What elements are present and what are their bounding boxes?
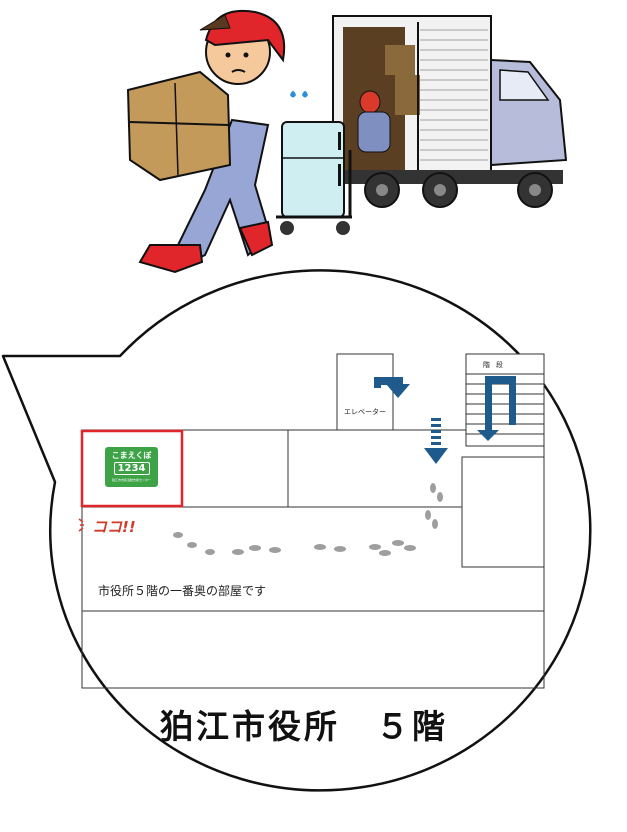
floor-description: 市役所５階の一番奥の部屋です bbox=[98, 584, 267, 598]
logo-name: こまえくぼ bbox=[111, 451, 152, 460]
here-marker-label: ココ!! bbox=[92, 518, 136, 536]
elevator-room bbox=[336, 353, 394, 431]
pointing-hand-icon bbox=[78, 518, 84, 532]
footprints-trail bbox=[173, 483, 443, 556]
delivery-truck-illustration bbox=[332, 15, 568, 208]
elevator-arrow-icon bbox=[374, 377, 410, 398]
building-floor-title: 狛江市役所 ５階 bbox=[160, 707, 448, 746]
stairs-arrow-icon bbox=[477, 376, 516, 441]
logo-subtitle: 狛江市市民活動支援センター bbox=[111, 478, 151, 482]
stairs-label: 階段 bbox=[483, 361, 509, 369]
refrigerator-cart-illustration bbox=[276, 91, 352, 235]
destination-room-highlight bbox=[80, 429, 184, 508]
komaekubo-logo: こまえくぼ 1234 狛江市市民活動支援センター bbox=[105, 447, 158, 487]
elevator-label: エレベーター bbox=[344, 408, 386, 416]
stair-well-room bbox=[461, 456, 545, 568]
down-arrow-icon bbox=[424, 418, 448, 464]
mover-carrying-boxes-illustration bbox=[126, 9, 286, 274]
stairs-steps bbox=[466, 373, 544, 435]
logo-number: 1234 bbox=[113, 462, 150, 475]
